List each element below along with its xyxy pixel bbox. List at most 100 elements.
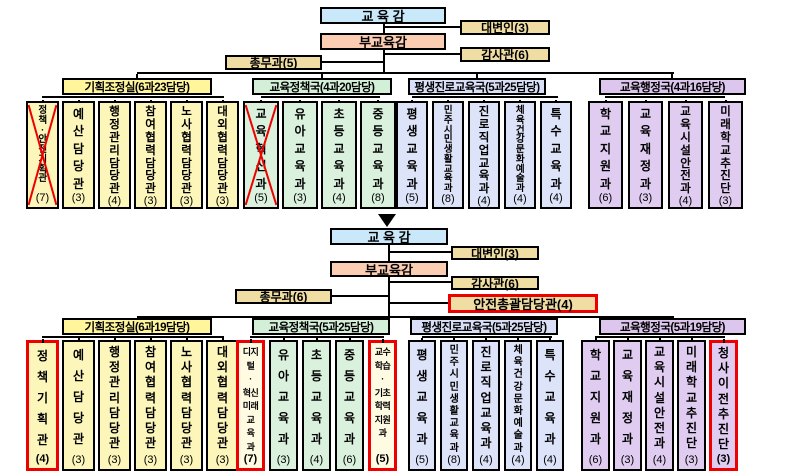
- general-affairs-box: 총무과(5): [225, 55, 322, 70]
- org-unit-label: 참 여 협 력 담 당 관: [145, 106, 156, 196]
- org-unit: 교 육 재 정 과 (3): [628, 100, 663, 209]
- org-unit-label: 체 육 건 강 문 화 예 술 과: [515, 105, 525, 195]
- org-unit-count: (6): [588, 454, 603, 466]
- org-unit-label: 대 외 협 력 담 당 관: [217, 106, 228, 196]
- org-unit: 체 육 건 강 문 화 예 술 과 (4): [504, 100, 536, 209]
- org-unit-count: (7): [243, 453, 258, 465]
- org-unit-label: 평 생 교 육 과: [416, 348, 428, 446]
- org-unit-count: (4): [549, 192, 563, 204]
- org-unit-label: 유 아 교 육 과: [277, 348, 290, 446]
- superintendent-box: 교 육 감: [320, 7, 446, 24]
- bureau-group-education-admin: 학 교 지 원 과 (6) 교 육 재 정 과 (3) 교 육 시 설 안 전 …: [581, 338, 738, 471]
- connector: [388, 281, 451, 283]
- org-unit: 평 생 교 육 과 (5): [396, 100, 428, 209]
- spokesperson-box: 대변인(3): [460, 20, 550, 35]
- org-unit-count: (3): [71, 192, 86, 204]
- org-unit-label: 노 사 협 력 담 당 관: [180, 345, 193, 451]
- org-unit-label: 교 육 시 설 안 전 과: [653, 345, 666, 451]
- org-unit-label: 민 주 시 민 생 활 교 육 과: [449, 345, 459, 454]
- bureau-header-lifelong-career: 평생진로교육국(5과25담당): [408, 78, 546, 95]
- bureau-header-education-admin: 교육행정국(4과16담당): [599, 78, 746, 95]
- bureau-group-planning: 정 책 · 안 전 기 획 관 (7) 예 산 담 당 관 (3) 행 정 관 …: [26, 100, 239, 209]
- bureau-group-lifelong-career: 평 생 교 육 과 (5) 민 주 시 민 생 활 교 육 과 (8) 진 로 …: [396, 100, 572, 209]
- connector: [383, 53, 460, 55]
- red-cross-icon: [245, 103, 277, 207]
- connector: [137, 72, 674, 74]
- org-unit-count: (5): [405, 192, 419, 204]
- org-unit-highlighted: 교수 학습 · 기초 학력 지원 과 (5): [368, 339, 397, 471]
- org-unit-count: (6): [598, 192, 613, 204]
- org-unit: 학 교 지 원 과 (6): [588, 100, 623, 209]
- org-unit-label: 행 정 관 리 담 당 관: [109, 106, 120, 196]
- org-unit-count: (8): [447, 454, 461, 466]
- connector: [595, 336, 725, 338]
- org-unit-count: (4): [511, 454, 525, 466]
- connector: [383, 50, 385, 74]
- bureau-header-planning: 기획조정실(6과23담당): [62, 78, 212, 95]
- org-unit-count: (3): [638, 192, 653, 204]
- org-unit-label: 특 수 교 육 과: [544, 348, 556, 446]
- org-unit-label: 교 육 재 정 과: [639, 107, 652, 191]
- org-unit-count: (6): [342, 454, 357, 466]
- connector: [388, 277, 390, 318]
- org-unit-crossed: 교 육 혁 신 과 (5): [243, 100, 279, 209]
- superintendent-box: 교 육 감: [330, 228, 448, 245]
- org-unit: 중 등 교 육 과 (6): [335, 338, 364, 471]
- org-unit-count: (5): [375, 453, 390, 465]
- org-unit-label: 학 교 지 원 과: [589, 348, 602, 446]
- auditor-box: 감사관(6): [460, 47, 550, 62]
- org-unit: 예 산 담 당 관 (3): [62, 100, 95, 209]
- org-unit: 민 주 시 민 생 활 교 육 과 (8): [440, 338, 468, 471]
- connector: [388, 251, 451, 253]
- org-unit-count: (3): [276, 454, 291, 466]
- org-unit-label: 체 육 건 강 문 화 예 술 과: [513, 345, 523, 454]
- org-unit: 체 육 건 강 문 화 예 술 과 (4): [504, 338, 532, 471]
- connector: [388, 302, 448, 304]
- connector: [422, 336, 552, 338]
- org-unit-label: 디지털 · 혁신 미래 교 육 과: [242, 347, 259, 452]
- org-unit: 교 육 시 설 안 전 과 (4): [668, 100, 703, 209]
- org-unit-count: (4): [332, 192, 346, 204]
- bureau-header-lifelong-career: 평생진로교육국(5과25담당): [410, 318, 558, 335]
- org-unit: 행 정 관 리 담 당 관 (4): [98, 100, 131, 209]
- org-unit-crossed: 정 책 · 안 전 기 획 관 (7): [26, 100, 59, 209]
- org-unit-label: 중 등 교 육 과: [372, 107, 384, 191]
- org-unit-count: (3): [620, 454, 635, 466]
- org-unit-label: 초 등 교 육 과: [310, 348, 323, 446]
- org-unit-count: (3): [718, 195, 733, 208]
- org-unit: 예 산 담 당 관 (3): [62, 338, 95, 471]
- org-unit: 미 래 학 교 추 진 단 (3): [708, 100, 743, 209]
- connector: [42, 336, 224, 338]
- org-unit-count: (8): [441, 193, 455, 206]
- org-unit-count: (4): [513, 193, 527, 206]
- org-unit-label: 교 육 시 설 안 전 과: [680, 106, 691, 196]
- org-unit-count: (4): [678, 195, 693, 208]
- org-unit-highlighted: 정 책 기 획 관 (4): [26, 339, 59, 471]
- org-unit: 참 여 협 력 담 당 관 (3): [134, 100, 167, 209]
- org-unit-label: 청 사 이 전 추 진 단: [717, 346, 730, 452]
- org-unit: 평 생 교 육 과 (5): [408, 338, 436, 471]
- org-unit: 진 로 직 업 교 육 과 (4): [472, 338, 500, 471]
- org-unit: 초 등 교 육 과 (4): [321, 100, 357, 209]
- org-unit-count: (3): [107, 454, 122, 466]
- vice-superintendent-box: 부교육감: [320, 33, 446, 50]
- org-unit-label: 학 교 지 원 과: [599, 107, 612, 191]
- spokesperson-box: 대변인(3): [451, 246, 539, 261]
- org-unit: 유 아 교 육 과 (3): [269, 338, 298, 471]
- org-unit-count: (3): [293, 192, 307, 204]
- org-unit: 참 여 협 력 담 당 관 (3): [134, 338, 167, 471]
- org-unit-label: 미 래 학 교 추 진 단: [685, 345, 698, 451]
- transition-arrow-icon: [378, 214, 396, 227]
- connector: [383, 26, 460, 28]
- bureau-header-planning: 기획조정실(6과19담당): [62, 318, 212, 335]
- org-unit-label: 교수 학습 · 기초 학력 지원 과: [374, 347, 391, 438]
- bureau-header-education-policy: 교육정책국(4과20담당): [252, 78, 392, 95]
- bureau-group-education-policy: 디지털 · 혁신 미래 교 육 과 (7) 유 아 교 육 과 (3) 초 등 …: [236, 338, 397, 471]
- org-unit-label: 정 책 기 획 관: [36, 349, 49, 447]
- org-unit-label: 미 래 학 교 추 진 단: [720, 106, 731, 196]
- org-unit-count: (4): [309, 454, 324, 466]
- org-unit: 진 로 직 업 교 육 과 (4): [468, 100, 500, 209]
- connector: [476, 74, 478, 78]
- org-unit-count: (7): [35, 192, 50, 204]
- org-unit: 초 등 교 육 과 (4): [302, 338, 331, 471]
